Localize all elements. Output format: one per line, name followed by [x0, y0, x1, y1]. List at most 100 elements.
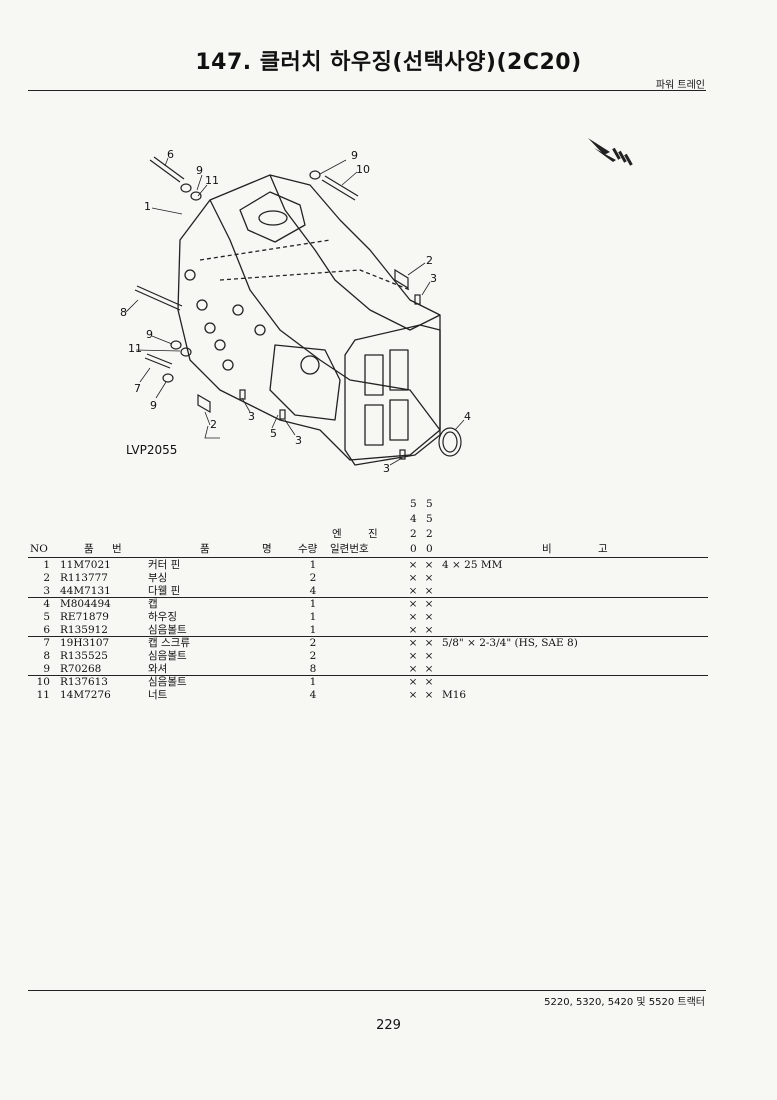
cell-part: R113777	[60, 572, 108, 584]
cell-part: 14M7276	[60, 689, 111, 701]
cell-qty: 1	[309, 624, 317, 636]
cell-remark: 5/8" × 2-3/4" (HS, SAE 8)	[442, 637, 578, 649]
cell-b: ×	[424, 572, 434, 584]
cell-b: ×	[424, 676, 434, 688]
cell-part: R135912	[60, 624, 108, 636]
cell-b: ×	[424, 624, 434, 636]
header-engine: 엔	[332, 528, 342, 540]
cell-b: ×	[424, 637, 434, 649]
callout-3: 3	[248, 410, 255, 423]
cell-name: 캡 스크류	[148, 637, 190, 649]
cell-qty: 8	[309, 663, 317, 675]
model-digit: 0	[410, 543, 417, 555]
cell-a: ×	[408, 624, 418, 636]
cell-b: ×	[424, 663, 434, 675]
cell-part: M804494	[60, 598, 111, 610]
cell-b: ×	[424, 650, 434, 662]
model-digit: 5	[426, 513, 433, 525]
cell-qty: 4	[309, 585, 317, 597]
cell-b: ×	[424, 598, 434, 610]
group-separator	[28, 636, 708, 637]
footer-rule	[28, 990, 706, 991]
header-part-no: 품	[84, 543, 94, 555]
cell-name: 부싱	[148, 572, 168, 584]
cell-qty: 2	[309, 572, 317, 584]
callout-11: 11	[128, 342, 142, 355]
page-number: 229	[376, 1018, 401, 1033]
cell-qty: 1	[309, 598, 317, 610]
cell-no: 6	[43, 624, 50, 636]
cell-part: 44M7131	[60, 585, 111, 597]
cell-a: ×	[408, 559, 418, 571]
header-remark: 고	[598, 543, 608, 555]
callout-3: 3	[383, 462, 390, 475]
callout-1: 1	[144, 200, 151, 213]
section-label: 파워 트레인	[655, 80, 705, 91]
cell-part: 11M7021	[60, 559, 111, 571]
cell-name: 심음볼트	[148, 676, 187, 688]
table-row: 2 R113777 부싱 2 × ×	[28, 572, 708, 585]
header-rule	[28, 90, 706, 91]
callout-4: 4	[464, 410, 471, 423]
cell-no: 11	[36, 689, 50, 701]
header-engine: 진	[368, 528, 378, 540]
cell-no: 8	[43, 650, 50, 662]
cell-a: ×	[408, 585, 418, 597]
cell-part: R137613	[60, 676, 108, 688]
cell-name: 심음볼트	[148, 650, 187, 662]
cell-no: 5	[43, 611, 50, 623]
callout-5: 5	[270, 427, 277, 440]
cell-a: ×	[408, 663, 418, 675]
callout-9: 9	[150, 399, 157, 412]
callout-3: 3	[295, 434, 302, 447]
cell-name: 커터 핀	[148, 559, 181, 571]
cell-qty: 2	[309, 650, 317, 662]
cell-part: R70268	[60, 663, 102, 675]
cell-a: ×	[408, 598, 418, 610]
group-separator	[28, 675, 708, 676]
model-digit: 0	[426, 543, 433, 555]
cell-remark: 4 × 25 MM	[442, 559, 503, 571]
callout-11: 11	[205, 174, 219, 187]
cell-a: ×	[408, 572, 418, 584]
cell-b: ×	[424, 559, 434, 571]
cell-b: ×	[424, 689, 434, 701]
cell-qty: 1	[309, 611, 317, 623]
header-remark: 비	[542, 543, 552, 555]
model-digit: 5	[426, 498, 433, 510]
page-title: 147. 클러치 하우징(선택사양)(2C20)	[195, 50, 582, 75]
cell-part: 19H3107	[60, 637, 110, 649]
cell-name: 다웰 핀	[148, 585, 181, 597]
cell-qty: 1	[309, 559, 317, 571]
cell-name: 하우징	[148, 611, 177, 623]
header-no: NO	[30, 543, 48, 555]
cell-no: 2	[43, 572, 50, 584]
cell-b: ×	[424, 585, 434, 597]
header-serial: 일련번호	[330, 543, 369, 555]
callout-3: 3	[430, 272, 437, 285]
cell-part: RE71879	[60, 611, 109, 623]
cell-no: 4	[43, 598, 50, 610]
group-separator	[28, 597, 708, 598]
callout-8: 8	[120, 306, 127, 319]
header-name: 명	[262, 543, 272, 555]
cell-name: 캡	[148, 598, 158, 610]
cell-a: ×	[408, 637, 418, 649]
header-rule	[28, 557, 708, 558]
model-digit: 4	[410, 513, 417, 525]
cell-no: 7	[43, 637, 50, 649]
front-direction-arrow-icon	[588, 138, 633, 166]
cell-name: 너트	[148, 689, 168, 701]
callout-2: 2	[210, 418, 217, 431]
callout-9: 9	[146, 328, 153, 341]
model-digit: 5	[410, 498, 417, 510]
cell-qty: 1	[309, 676, 317, 688]
